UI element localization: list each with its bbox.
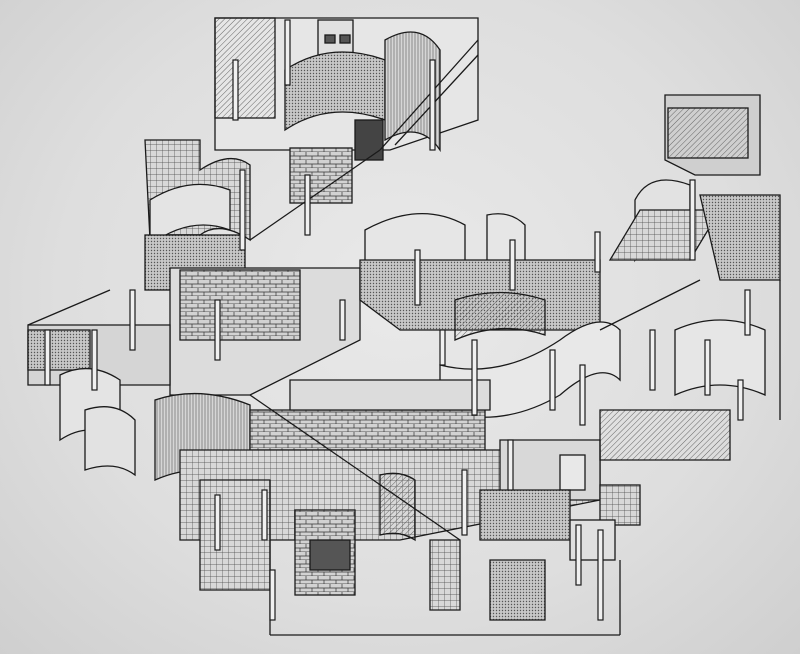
drawing-linework — [27, 17, 781, 636]
columns — [44, 19, 751, 621]
